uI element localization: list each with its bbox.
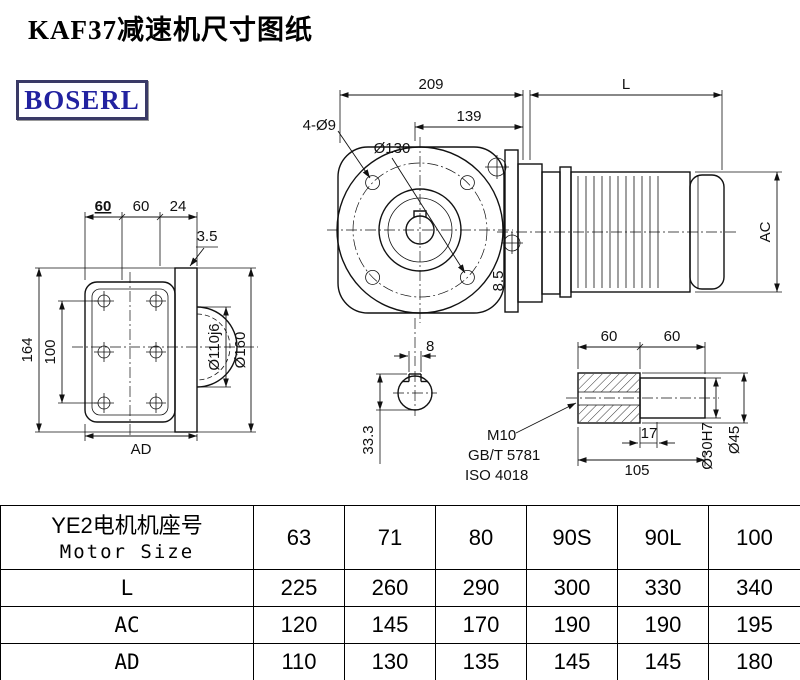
table-cell: 290 <box>435 569 527 607</box>
motor-size-col-100: 100 <box>708 505 800 570</box>
fastener-notes: M10 GB/T 5781 ISO 4018 <box>465 402 577 484</box>
page-title: KAF37减速机尺寸图纸 <box>28 15 313 45</box>
note-iso: ISO 4018 <box>465 467 528 484</box>
dim-AC-label: AC <box>757 221 774 242</box>
front-flange-view <box>327 137 523 323</box>
dim-60a-label: 60 <box>95 198 112 215</box>
motor-size-header-cn: YE2电机机座号 <box>51 512 203 538</box>
note-m10: M10 <box>487 427 516 444</box>
dim-8-5-label: 8.5 <box>490 271 507 292</box>
logo-text: BOSERL <box>24 84 140 115</box>
dim-AD-label: AD <box>131 441 152 458</box>
table-cell: 120 <box>253 606 345 644</box>
dim-O110j6-label: Ø110j6 <box>206 323 223 370</box>
motor-size-col-90L: 90L <box>617 505 709 570</box>
dim-4xO9-label: 4-Ø9 <box>303 117 336 134</box>
left-view-dimensions: 60 60 24 3.5 164 100 Ø110j6 Ø160 <box>19 198 256 458</box>
dim-O130-label: Ø130 <box>374 140 411 157</box>
table-cell: 180 <box>708 643 800 680</box>
dim-60b-label: 60 <box>133 198 150 215</box>
dim-139-label: 139 <box>456 108 481 125</box>
table-cell: 145 <box>526 643 618 680</box>
table-cell: 190 <box>526 606 618 644</box>
row-label-AC: AC <box>0 606 254 644</box>
note-gb: GB/T 5781 <box>468 447 540 464</box>
table-row-AD: AD 110 130 135 145 145 180 <box>0 643 800 680</box>
motor-size-col-63: 63 <box>253 505 345 570</box>
dim-8-label: 8 <box>426 338 434 355</box>
table-cell: 170 <box>435 606 527 644</box>
table-cell: 260 <box>344 569 436 607</box>
dim-17-label: 17 <box>641 425 658 442</box>
dim-60c-label: 60 <box>601 328 618 345</box>
technical-drawing: 8.5 209 L 139 4-Ø9 Ø130 AC <box>19 76 782 484</box>
input-shaft-end-view: 8 33.3 <box>360 318 437 464</box>
table-cell: 110 <box>253 643 345 680</box>
dim-O160-label: Ø160 <box>232 332 249 369</box>
boserl-logo: BOSERL <box>16 80 148 120</box>
motor-size-col-71: 71 <box>344 505 436 570</box>
table-row-L: L 225 260 290 300 330 340 <box>0 569 800 607</box>
dim-100-label: 100 <box>42 339 59 364</box>
dim-105-label: 105 <box>624 462 649 479</box>
table-cell: 300 <box>526 569 618 607</box>
motor-size-col-80: 80 <box>435 505 527 570</box>
table-row-AC: AC 120 145 170 190 190 195 <box>0 606 800 644</box>
dim-O45-label: Ø45 <box>726 426 743 454</box>
dim-O30H7-label: Ø30H7 <box>699 422 716 470</box>
output-shaft-detail-view: 60 60 17 105 Ø30H7 Ø45 <box>566 328 748 479</box>
table-cell: 195 <box>708 606 800 644</box>
left-output-view <box>72 267 258 438</box>
motor-size-header-en: Motor Size <box>59 540 195 563</box>
ac-dimension: AC <box>695 171 782 293</box>
top-dimensions: 209 L 139 4-Ø9 Ø130 <box>303 76 723 274</box>
motor-size-col-90S: 90S <box>526 505 618 570</box>
dim-60d-label: 60 <box>664 328 681 345</box>
table-cell: 190 <box>617 606 709 644</box>
dim-164-label: 164 <box>19 337 36 362</box>
table-cell: 340 <box>708 569 800 607</box>
table-cell: 145 <box>617 643 709 680</box>
table-cell: 130 <box>344 643 436 680</box>
dim-L-label: L <box>622 76 630 93</box>
motor-size-table: YE2电机机座号 Motor Size 63 71 80 90S 90L 100… <box>0 505 800 680</box>
row-label-AD: AD <box>0 643 254 680</box>
table-header-row: YE2电机机座号 Motor Size 63 71 80 90S 90L 100 <box>0 505 800 570</box>
dim-33-3-label: 33.3 <box>360 425 377 454</box>
motor-size-header-cell: YE2电机机座号 Motor Size <box>0 505 254 570</box>
table-cell: 145 <box>344 606 436 644</box>
motor-side-view: 8.5 <box>490 149 737 313</box>
dim-209-label: 209 <box>418 76 443 93</box>
table-cell: 225 <box>253 569 345 607</box>
dim-3-5-label: 3.5 <box>197 228 218 245</box>
table-cell: 330 <box>617 569 709 607</box>
output-flange-plate <box>174 267 198 433</box>
table-cell: 135 <box>435 643 527 680</box>
row-label-L: L <box>0 569 254 607</box>
dim-24-label: 24 <box>170 198 187 215</box>
